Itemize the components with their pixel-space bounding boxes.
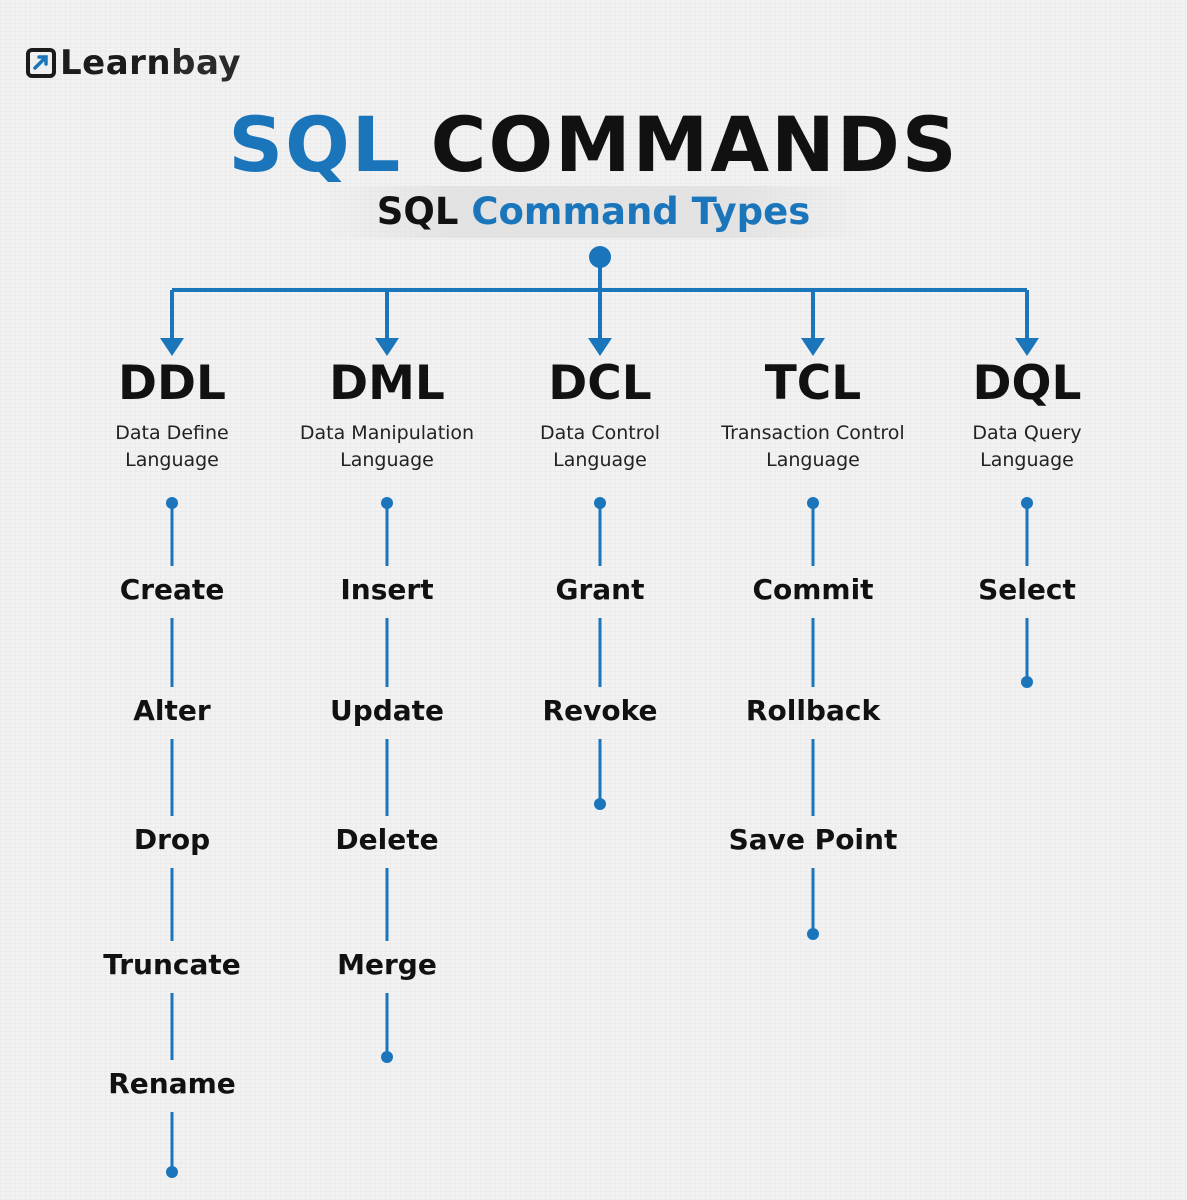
command-drop: Drop xyxy=(133,823,211,856)
command-truncate: Truncate xyxy=(103,948,241,981)
arrow-head-dcl xyxy=(588,338,612,356)
logo-mark-icon xyxy=(26,48,56,78)
arrow-head-dql xyxy=(1015,338,1039,356)
page-title: SQL COMMANDS xyxy=(0,100,1187,190)
command-select: Select xyxy=(978,573,1076,606)
command-rename: Rename xyxy=(108,1067,236,1100)
category-fullname-line1: Data Define xyxy=(115,422,229,444)
category-fullname-line2: Language xyxy=(125,449,219,471)
subtitle-command-types: Command Types xyxy=(471,190,811,233)
category-fullname-line1: Data Query xyxy=(972,422,1082,444)
category-fullname-line2: Language xyxy=(980,449,1074,471)
command-grant: Grant xyxy=(555,573,645,606)
arrow-head-tcl xyxy=(801,338,825,356)
command-save-point: Save Point xyxy=(728,823,898,856)
category-abbr-dml: DML xyxy=(329,356,445,411)
category-abbr-dcl: DCL xyxy=(548,356,652,411)
logo-text: Learnbay xyxy=(60,46,241,80)
chain-bottom-dot-dcl xyxy=(594,798,606,810)
title-commands: COMMANDS xyxy=(430,100,959,189)
command-merge: Merge xyxy=(337,948,437,981)
category-fullname-line2: Language xyxy=(340,449,434,471)
arrow-head-ddl xyxy=(160,338,184,356)
chain-bottom-dot-ddl xyxy=(166,1166,178,1178)
arrow-head-dml xyxy=(375,338,399,356)
command-update: Update xyxy=(329,694,445,727)
command-rollback: Rollback xyxy=(745,694,881,727)
category-abbr-ddl: DDL xyxy=(118,356,226,411)
subtitle-band xyxy=(320,186,868,238)
logo-text-learn: Learn xyxy=(60,43,172,83)
command-alter: Alter xyxy=(133,694,211,727)
chain-bottom-dot-tcl xyxy=(807,928,819,940)
category-abbr-dql: DQL xyxy=(972,356,1082,411)
title-sql: SQL xyxy=(228,100,403,189)
command-delete: Delete xyxy=(335,823,439,856)
chain-bottom-dot-dml xyxy=(381,1051,393,1063)
logo-text-bay: bay xyxy=(171,43,242,83)
command-insert: Insert xyxy=(340,573,434,606)
category-fullname-line2: Language xyxy=(766,449,860,471)
command-create: Create xyxy=(119,573,225,606)
category-fullname-line1: Transaction Control xyxy=(721,422,905,444)
brand-logo: Learnbay xyxy=(26,40,241,86)
category-fullname-line1: Data Manipulation xyxy=(299,422,475,444)
page-subtitle: SQL Command Types xyxy=(0,188,1187,236)
subtitle-sql: SQL xyxy=(376,190,459,233)
command-revoke: Revoke xyxy=(542,694,658,727)
category-abbr-tcl: TCL xyxy=(764,356,862,411)
category-fullname-line1: Data Control xyxy=(539,422,661,444)
chain-bottom-dot-dql xyxy=(1021,676,1033,688)
category-fullname-line2: Language xyxy=(553,449,647,471)
command-commit: Commit xyxy=(752,573,874,606)
